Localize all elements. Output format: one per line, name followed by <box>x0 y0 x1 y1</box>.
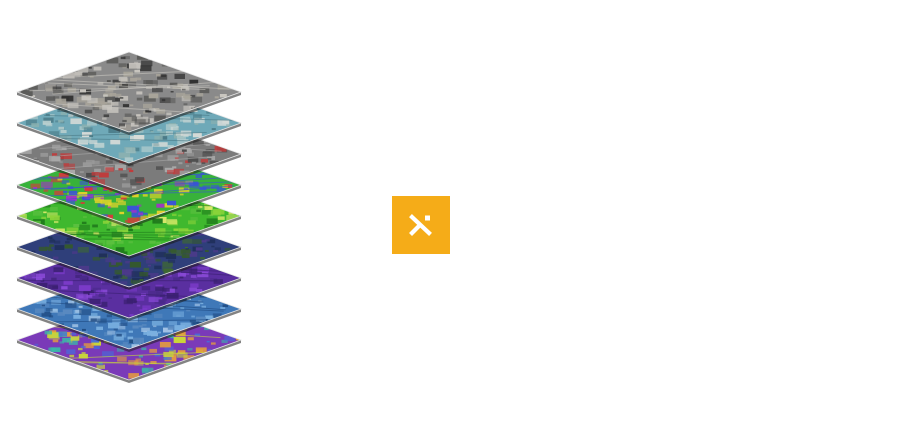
x-mark-icon <box>409 214 432 236</box>
logo-tile <box>392 196 450 254</box>
map-layers-stack <box>10 40 255 395</box>
map-layers-illustration <box>15 51 243 383</box>
